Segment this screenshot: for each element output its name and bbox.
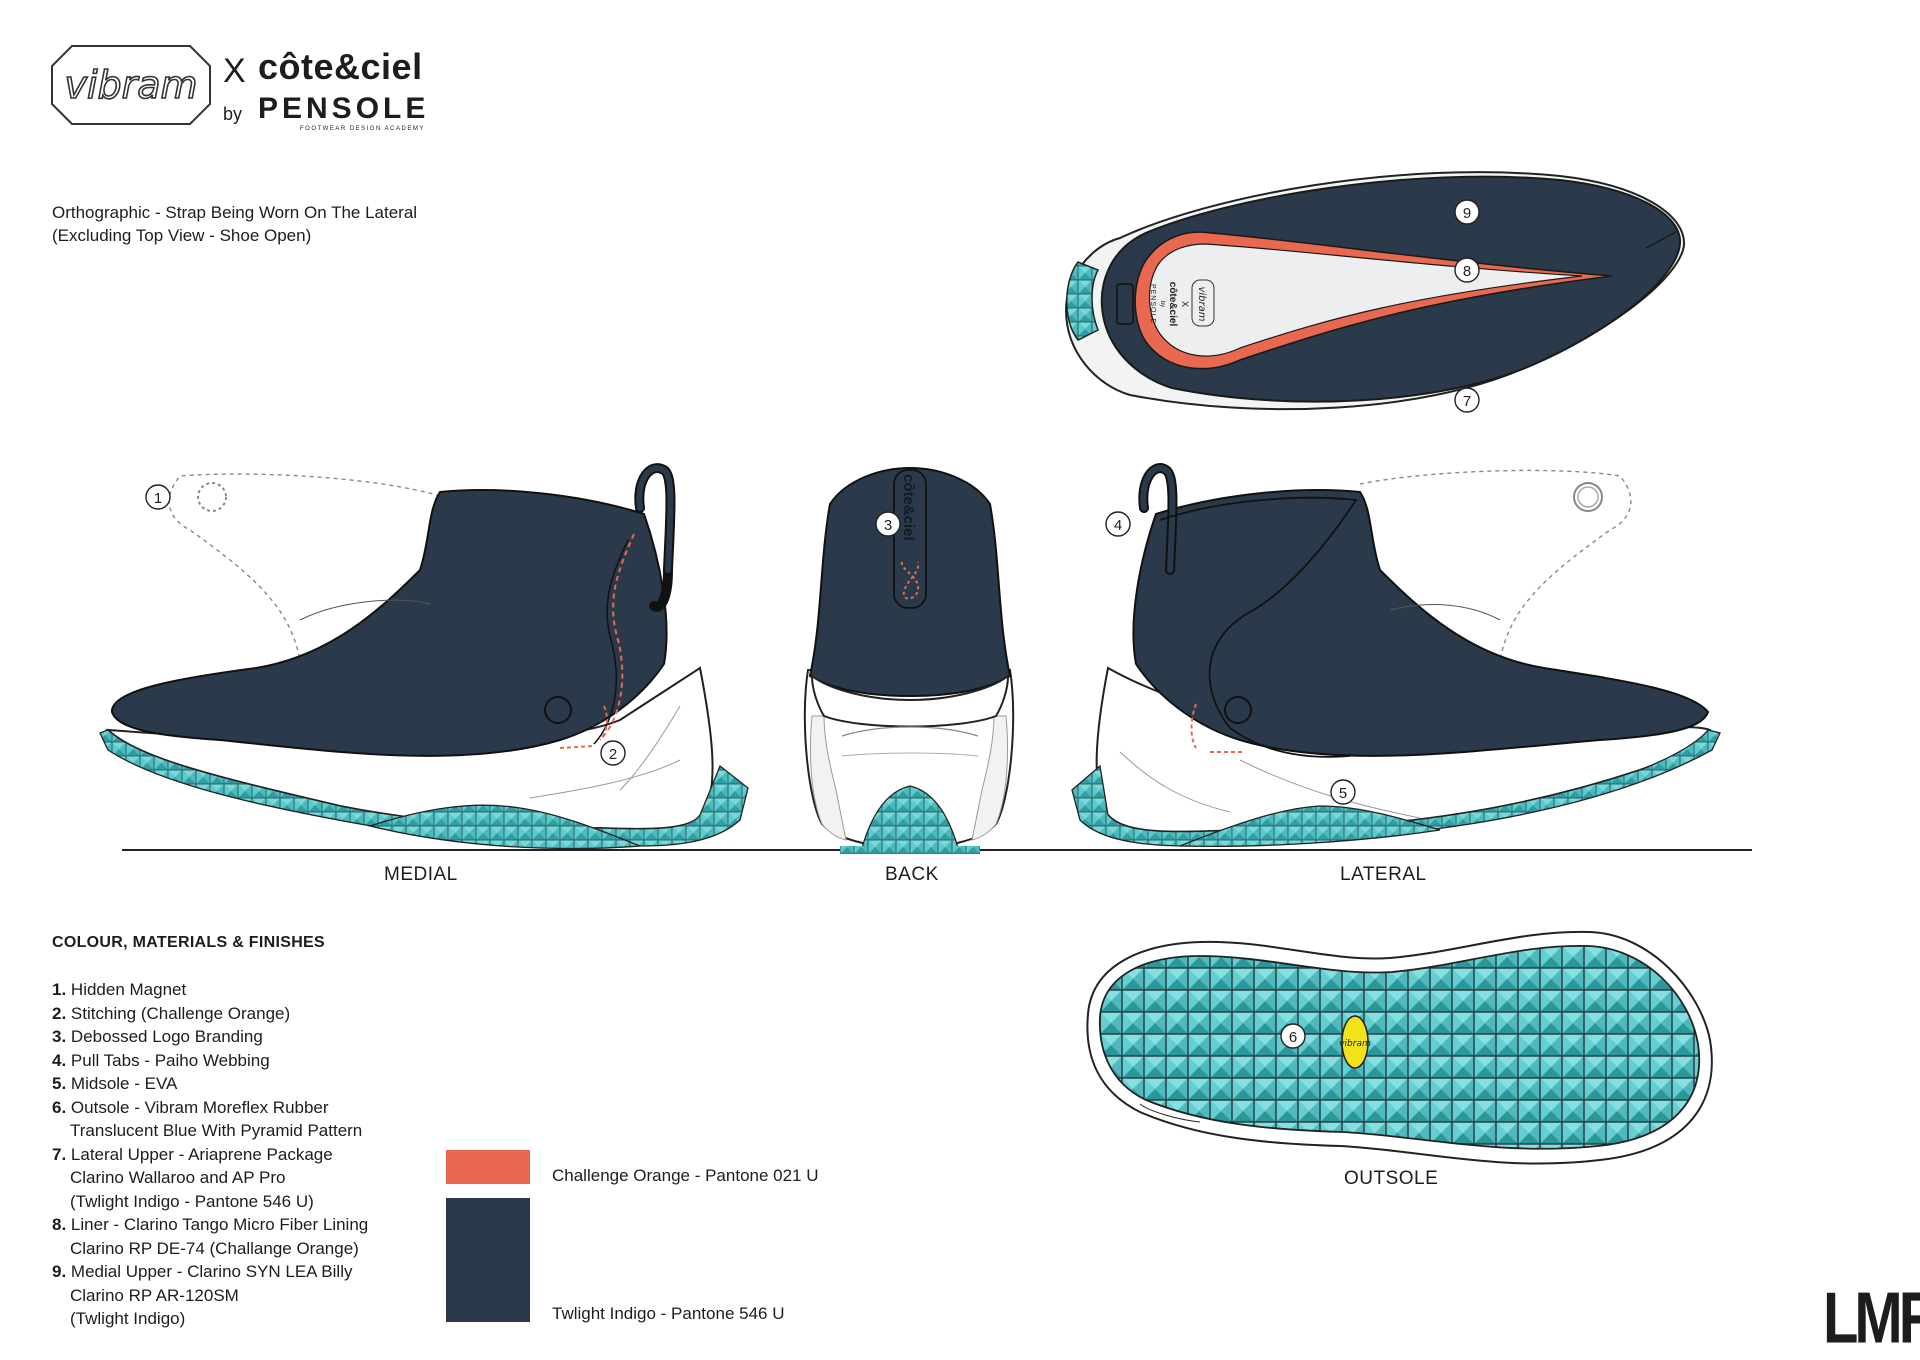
swatch-orange-label: Challenge Orange - Pantone 021 U [552,1166,819,1185]
callout-3: 3 [875,511,901,537]
back-logo-tab [893,469,927,609]
svg-text:3: 3 [884,517,892,534]
insole-vibram-text: vibram [1196,286,1207,321]
medial-stitching [599,533,635,741]
insole-branding: vibram X côte&ciel by PENSOLE [1149,279,1215,327]
medial-upper [110,489,668,757]
material-item-2: 2. Stitching (Challenge Orange) [52,1003,291,1023]
swatch-indigo-label: Twlight Indigo - Pantone 546 U [552,1304,785,1323]
svg-text:9: 9 [1463,205,1471,222]
outsole-view: vibram [1086,930,1713,1165]
swatch-indigo [446,1198,530,1322]
callout-4: 4 [1105,511,1131,537]
insole-cote-text: côte&ciel [1167,282,1178,327]
lateral-view-shoe [1071,463,1721,848]
svg-text:5: 5 [1339,785,1347,802]
designer-signature: LMR [1823,1277,1920,1359]
callout-8: 8 [1454,257,1480,283]
cote-ciel-brand: côte&ciel [258,46,423,87]
svg-text:8: 8 [1463,263,1471,280]
svg-text:7: 7 [1463,393,1471,410]
materials-title: COLOUR, MATERIALS & FINISHES [52,934,325,951]
back-logo-text: côte&ciel [900,474,917,541]
svg-text:1: 1 [154,490,162,507]
callout-6: 6 [1280,1023,1306,1049]
material-item-8: 8. Liner - Clarino Tango Micro Fiber Lin… [52,1215,369,1258]
by-text: by [223,104,243,124]
pensole-brand: PENSOLE [258,92,430,125]
lateral-label: LATERAL [1340,864,1427,885]
outsole-tread [1098,945,1701,1150]
top-view-shoe [1064,171,1686,411]
callout-7: 7 [1454,387,1480,413]
callout-2: 2 [600,740,626,766]
subtitle-line-2: (Excluding Top View - Shoe Open) [52,226,312,245]
vibram-logo-text: vibram [64,63,197,107]
top-view-pull-tab [1116,283,1134,325]
medial-strap-ghost [168,473,441,661]
svg-text:4: 4 [1114,517,1122,534]
outsole-vibram-badge [1341,1015,1369,1069]
svg-text:6: 6 [1289,1029,1297,1046]
swatch-orange [446,1150,530,1184]
pensole-tagline: FOOTWEAR DESIGN ACADEMY [300,126,425,132]
callout-1: 1 [145,484,171,510]
lateral-strap [1159,496,1358,758]
back-outsole [861,785,959,849]
outsole-label: OUTSOLE [1344,1168,1439,1189]
page-subtitle: Orthographic - Strap Being Worn On The L… [52,201,417,247]
material-item-5: 5. Midsole - EVA [52,1074,178,1093]
lateral-upper [1132,489,1710,757]
svg-text:2: 2 [609,746,617,763]
insole-by-text: by [1159,301,1165,307]
vibram-logo: vibram [51,45,211,125]
subtitle-line-1: Orthographic - Strap Being Worn On The L… [52,203,418,222]
medial-label: MEDIAL [384,864,458,885]
outsole-vibram-text: vibram [1339,1039,1371,1049]
insole-x-text: X [1180,301,1190,307]
material-item-4: 4. Pull Tabs - Paiho Webbing [52,1050,270,1070]
callout-5: 5 [1330,779,1356,805]
lateral-magnet [1224,696,1252,724]
material-item-3: 3. Debossed Logo Branding [52,1027,263,1046]
insole-pensole-text: PENSOLE [1149,284,1156,324]
medial-view-shoe [99,463,749,850]
x-mark: X [223,52,246,90]
back-view-shoe: côte&ciel [803,466,1015,854]
medial-magnet [544,696,572,724]
material-item-1: 1. Hidden Magnet [52,980,187,999]
materials-list: 1. Hidden Magnet 2. Stitching (Challenge… [52,978,472,1331]
back-label: BACK [885,864,939,885]
callout-9: 9 [1454,199,1480,225]
